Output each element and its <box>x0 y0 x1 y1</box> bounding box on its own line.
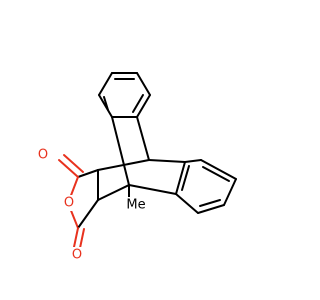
bond <box>136 116 150 161</box>
bond <box>97 184 130 201</box>
anhydride-ring <box>58 154 99 249</box>
inner-double-bond <box>199 199 221 207</box>
inner-double-bond <box>132 94 144 113</box>
bond <box>175 193 199 214</box>
inner-double-bond <box>103 96 109 111</box>
bond <box>136 94 151 118</box>
carbonyl-bond-bottom <box>73 227 79 248</box>
bond <box>175 161 186 195</box>
carbonyl-bond-top <box>63 154 84 173</box>
bond <box>77 169 99 178</box>
carbonyl-oxygen-bottom: O <box>72 248 82 263</box>
bond <box>200 159 237 180</box>
bond <box>98 72 113 96</box>
bond <box>111 116 130 186</box>
carbonyl-oxygen-top: O <box>38 148 48 163</box>
upper-benzene-ring <box>98 72 151 118</box>
lower-benzene-ring <box>175 159 237 214</box>
bond <box>69 176 79 199</box>
bond <box>136 72 151 96</box>
bond <box>148 159 186 163</box>
methyl-group: Me <box>126 198 145 213</box>
bond <box>77 199 99 229</box>
bond <box>69 207 79 229</box>
molecule-diagram: O O O Me <box>35 72 237 263</box>
bond <box>184 159 202 163</box>
bond <box>97 159 150 171</box>
inner-double-bond <box>181 165 190 191</box>
bond <box>197 204 225 214</box>
carbonyl-bond-top <box>58 159 79 178</box>
ring-oxygen: O <box>64 196 74 211</box>
atom-labels: O O O Me <box>35 147 147 263</box>
bond <box>98 94 113 118</box>
inner-double-bond <box>202 166 230 182</box>
carbonyl-bond-bottom <box>79 228 85 249</box>
bicyclic-framework <box>97 116 186 206</box>
bond <box>223 178 237 206</box>
bond <box>128 184 177 195</box>
